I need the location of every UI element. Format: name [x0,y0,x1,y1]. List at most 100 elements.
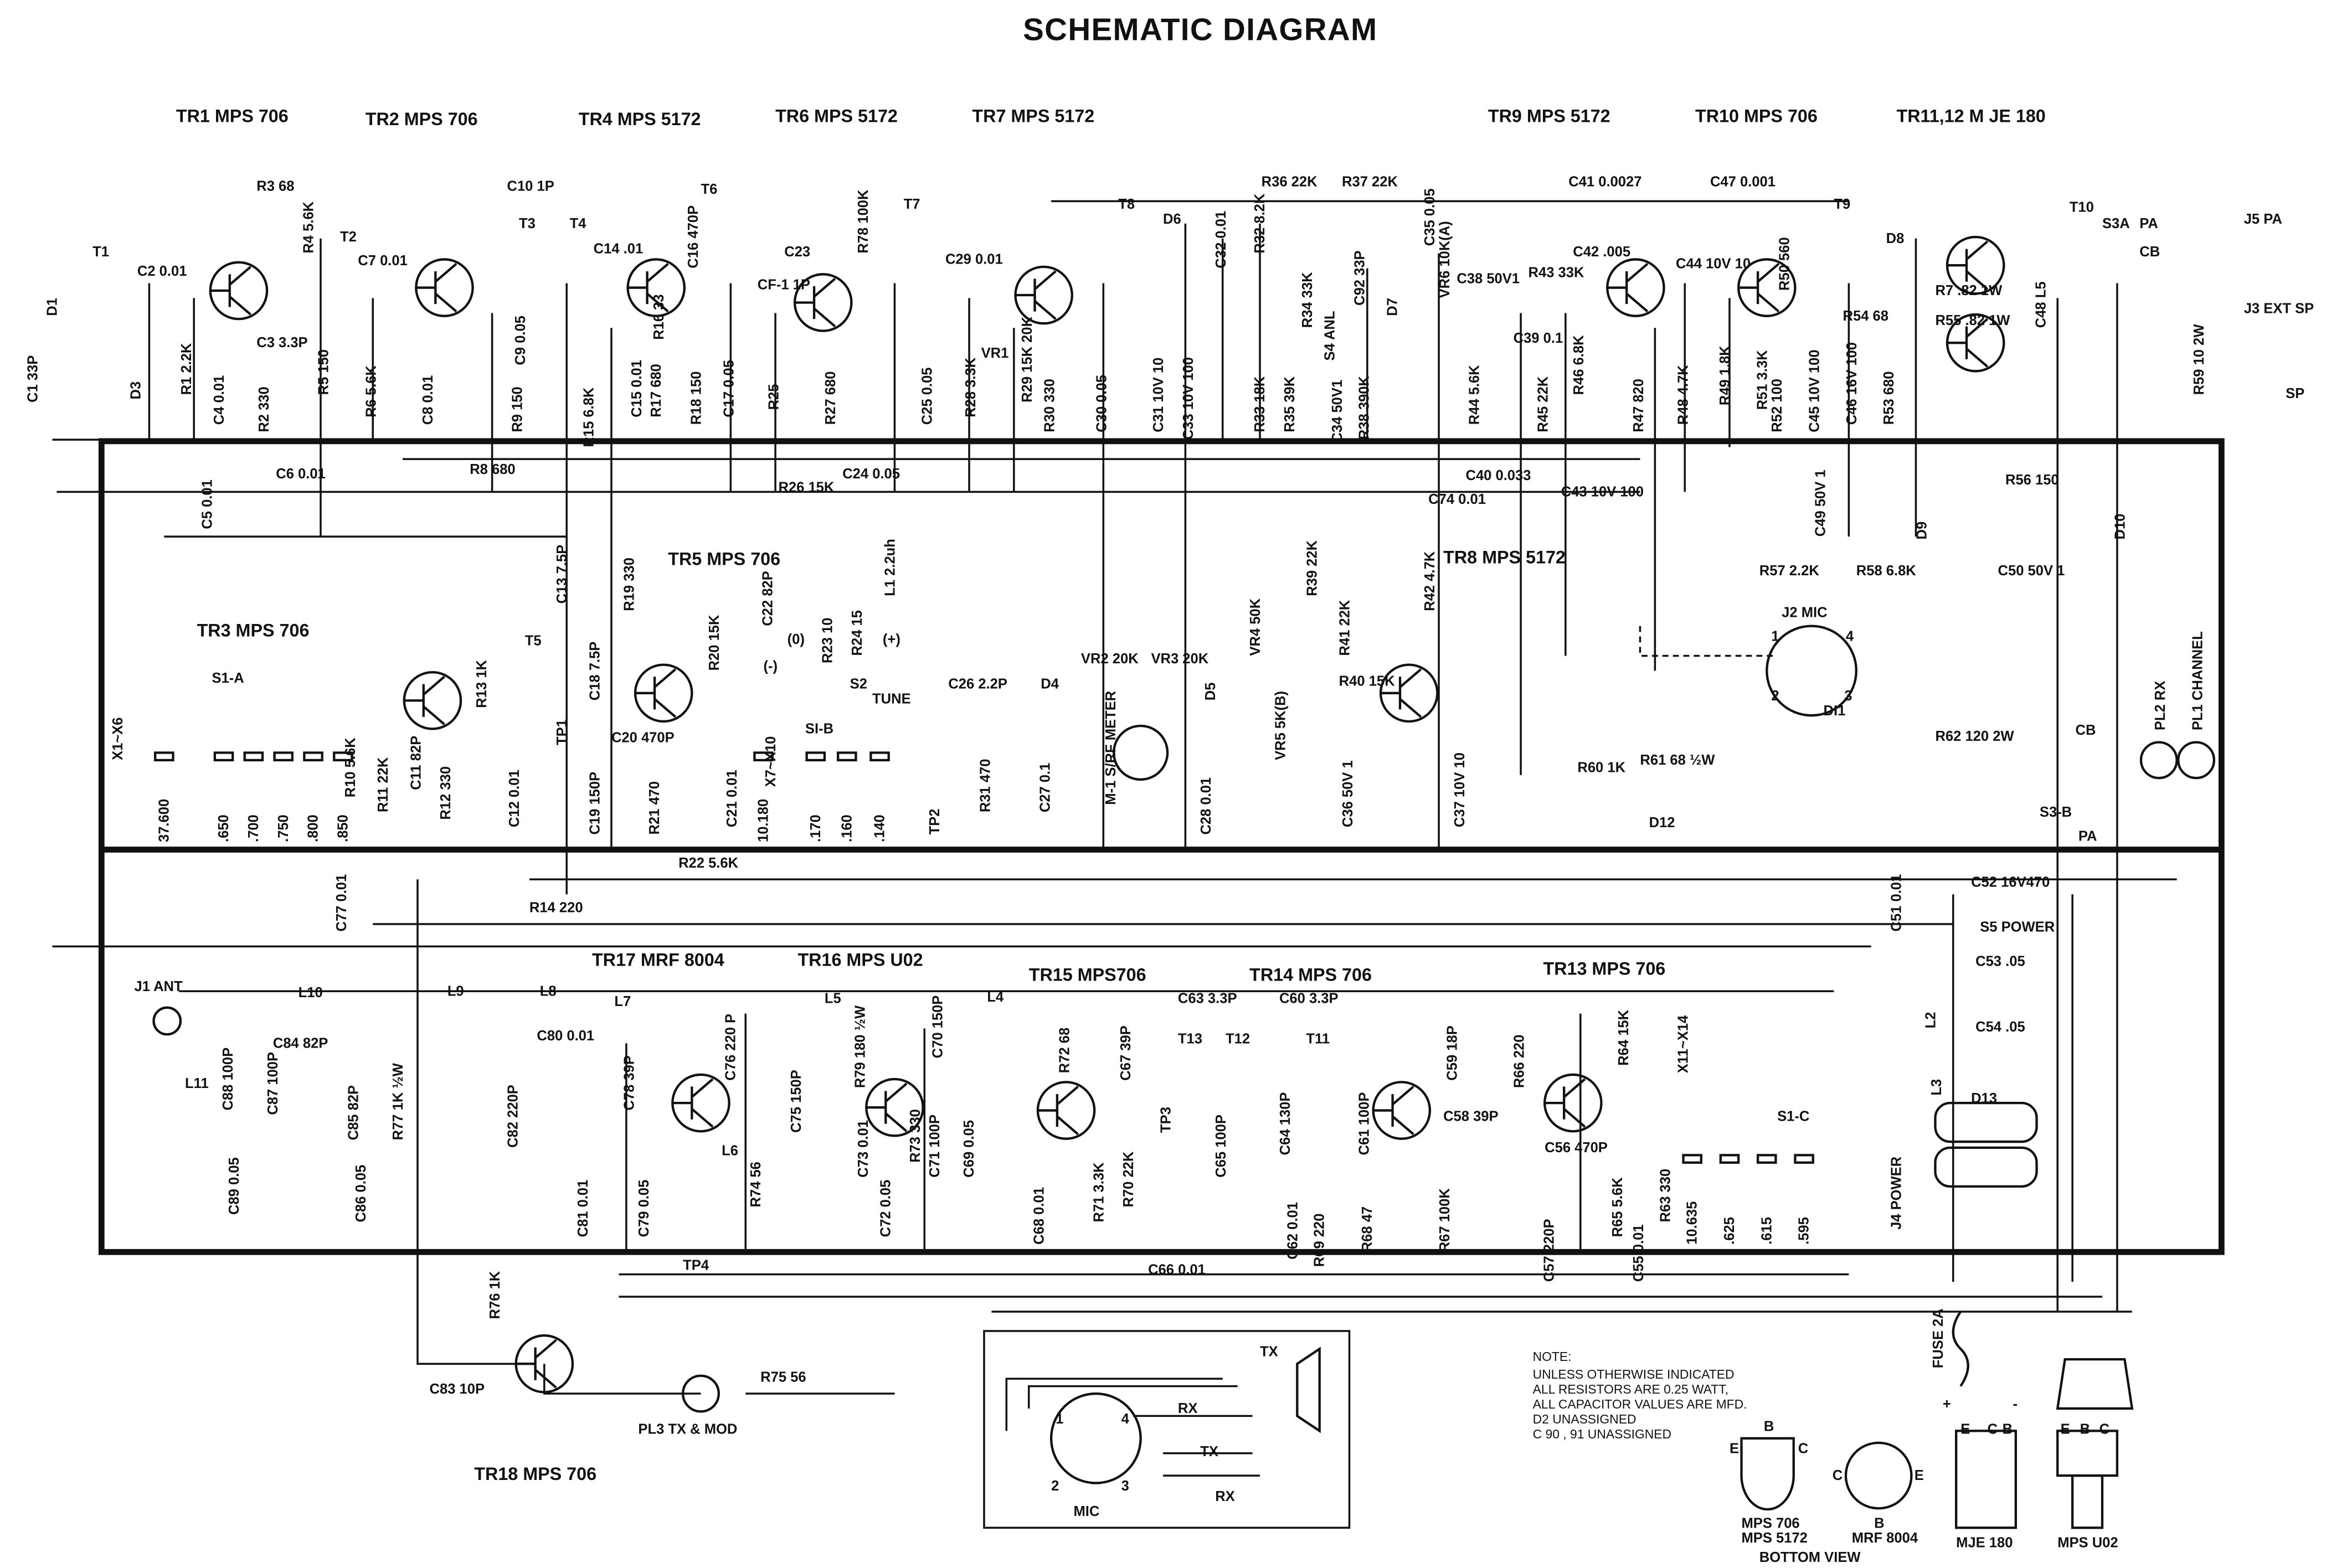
pl1-lamp-icon [2177,741,2216,780]
label-d13: D13 [1971,1091,1997,1106]
label-tp4: TP4 [683,1258,709,1273]
label-cb2: CB [2076,723,2096,738]
label-s2: S2 [850,677,867,692]
label-r38: R38 390K [1356,375,1372,440]
label-r47: R47 820 [1631,379,1646,432]
label-r20: R20 15K [707,615,722,670]
crystal-icon [836,751,857,762]
label-c52: C52 16V470 [1971,875,2050,890]
pin-label: B [2003,1422,2013,1437]
label-c58: C58 39P [1443,1108,1498,1124]
crystal-frequency-label: .650 [216,814,231,842]
label-c53: C53 .05 [1975,953,2025,969]
label-c61: C61 100P [1356,1092,1372,1156]
label-l6: L6 [722,1143,738,1158]
label-r6: R6 5.6K [364,365,379,417]
label-r17: R17 680 [649,364,664,417]
label-c48: C48 L5 [2034,281,2049,328]
label-r63: R63 330 [1658,1169,1673,1223]
transistor-label-tr9: TR9 MPS 5172 [1488,106,1610,126]
note-line: UNLESS OTHERWISE INDICATED [1533,1367,1735,1381]
label-c6: C6 0.01 [276,466,326,482]
crystal-icon [753,751,774,762]
label-t3: T3 [519,216,536,231]
crystal-frequency-label: .170 [808,814,824,842]
label-m1: M-1 S/RF METER [1103,691,1119,805]
label-tp3: TP3 [1158,1107,1174,1133]
transistor-label-tr13: TR13 MPS 706 [1543,959,1665,979]
label-sp: SP [2286,386,2304,401]
label-c87: C87 100P [265,1052,281,1115]
signal-traces [52,200,2177,1313]
label-j5: J5 PA [2244,212,2282,227]
label-pl1: PL1 CHANNEL [2190,631,2205,730]
rf-traces [179,894,2073,1282]
label-r53: R53 680 [1881,372,1897,425]
label-t1: T1 [92,244,109,260]
label-c83: C83 10P [430,1381,485,1397]
label-r25: R25 [766,384,781,410]
transistor-symbol-icon [1737,258,1797,317]
transistor-symbol-icon [1379,663,1439,723]
transistor-label-tr1112: TR11,12 M JE 180 [1896,106,2045,126]
label-c84: C84 82P [273,1035,328,1051]
label-r59: R59 10 2W [2191,324,2207,395]
label-s2m: (-) [764,658,778,674]
label-c28: C28 0.01 [1198,777,1214,835]
label-pa1: PA [2139,216,2158,231]
mic-rx-label: RX [1178,1401,1198,1416]
crystal-frequency-label: .700 [246,814,261,842]
label-r14: R14 220 [529,900,583,916]
label-r49: R49 1.8K [1717,345,1733,406]
transistor-symbol-icon [1014,265,1073,325]
label-t9: T9 [1834,197,1850,212]
label-c59: C59 18P [1444,1025,1460,1080]
transistor-symbol-icon [514,1334,574,1394]
pin-label: B [1764,1419,1774,1434]
label-d3: D3 [128,381,143,400]
pin-label: E [2061,1422,2070,1437]
label-s3b: S3-B [2040,804,2072,820]
label-c32: C32 0.01 [1213,211,1229,269]
label-c30: C30 0.05 [1094,375,1110,432]
label-c36: C36 50V 1 [1340,760,1356,827]
label-r30: R30 330 [1042,379,1057,432]
label-r19: R19 330 [621,558,637,611]
label-r34: R34 33K [1300,272,1315,328]
label-l9: L9 [447,983,464,999]
crystal-icon [1756,1154,1777,1164]
transistor-symbol-icon [671,1073,730,1133]
label-c17: C17 0.05 [722,360,737,417]
transistor-symbol-icon [209,261,269,321]
label-l5: L5 [825,991,841,1007]
label-r52: R52 100 [1769,379,1785,432]
label-r77: R77 1K ½W [390,1062,406,1140]
transistor-label-tr16: TR16 MPS U02 [797,950,923,969]
pin-label: B [2080,1422,2090,1437]
transistor-symbol-icon [1036,1081,1096,1140]
label-c34: C34 50V1 [1330,380,1345,443]
crystal-icon [869,751,890,762]
label-x7: X7~X10 [763,736,779,787]
label-j2: J2 MIC [1782,605,1827,620]
label-r33: R33 18K [1252,376,1268,432]
label-r23: R23 10 [820,618,835,663]
j4-power-plug-top [1934,1101,2038,1143]
transistor-label-tr6: TR6 MPS 5172 [775,106,898,126]
transistor-label-tr14: TR14 MPS 706 [1249,964,1372,984]
label-t10: T10 [2070,199,2094,215]
crystal-icon [154,751,174,762]
label-r58: R58 6.8K [1856,563,1917,579]
label-r64: R64 15K [1616,1009,1632,1065]
transistor-label-tr10: TR10 MPS 706 [1695,106,1818,126]
note-line: ALL RESISTORS ARE 0.25 WATT, [1533,1382,1728,1396]
label-s2z: (0) [788,632,805,647]
label-t2: T2 [340,229,357,245]
label-r18: R18 150 [688,372,704,425]
label-c71: C71 100P [927,1115,943,1178]
pl2-lamp-icon [2139,741,2178,780]
label-j2p3: 3 [1844,688,1852,704]
label-l10: L10 [299,985,323,1000]
label-t11: T11 [1306,1031,1330,1046]
